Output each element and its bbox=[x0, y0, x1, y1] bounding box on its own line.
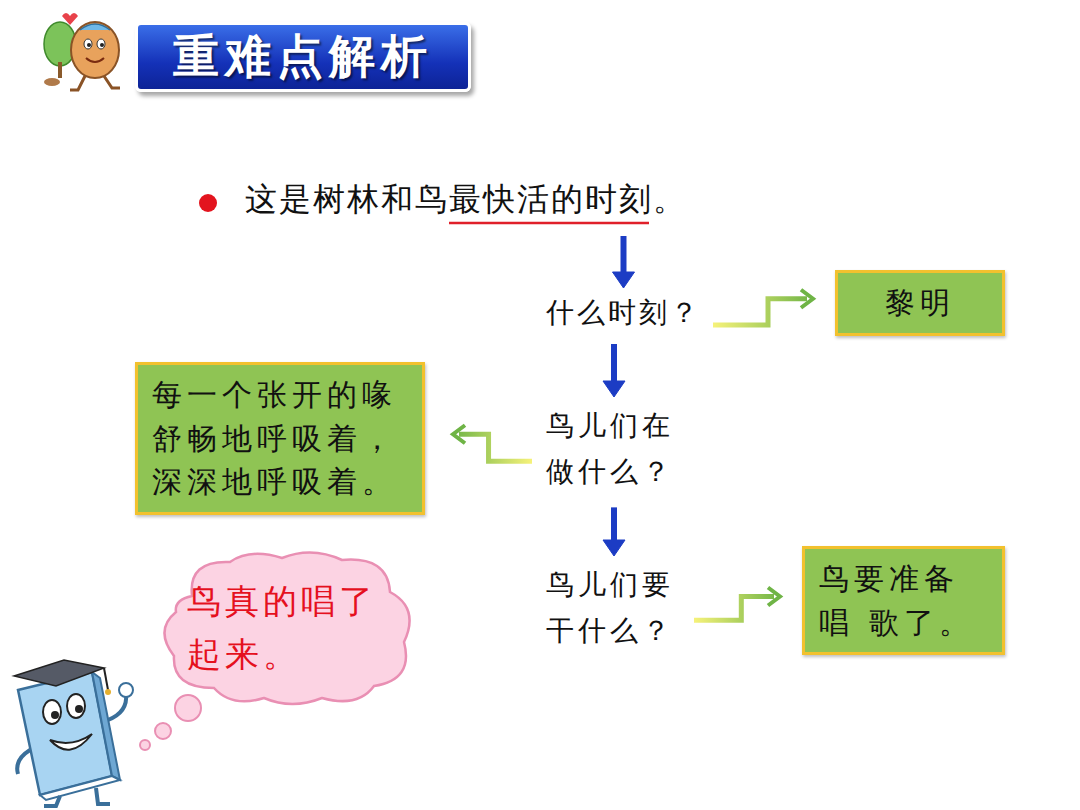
box-text: 每一个张开的喙 舒畅地呼吸着， 深深地呼吸着。 bbox=[152, 373, 408, 504]
flow-arrow bbox=[603, 507, 625, 556]
thought-cloud: 鸟真的唱了 起来。 bbox=[152, 546, 422, 710]
thought-bubbles bbox=[140, 695, 201, 750]
cloud-outline bbox=[152, 546, 422, 710]
flow-arrow bbox=[603, 344, 625, 397]
box-text: 鸟要准备唱 歌了。 bbox=[819, 557, 988, 644]
key-sentence: 这是树林和鸟最快活的时刻。 bbox=[245, 178, 687, 222]
box-text: 黎明 bbox=[885, 281, 955, 325]
question-text: 鸟儿们在 做什么？ bbox=[546, 403, 682, 495]
book-character bbox=[14, 660, 133, 806]
title-banner: 重难点解析 bbox=[135, 22, 471, 92]
label-text: 鸟儿们在 做什么？ bbox=[546, 403, 682, 495]
mascot-icon bbox=[44, 13, 120, 90]
flow-arrow bbox=[713, 290, 813, 325]
label-text: 什么时刻？ bbox=[546, 294, 701, 332]
title-text: 重难点解析 bbox=[173, 26, 433, 88]
flow-arrow bbox=[694, 588, 780, 621]
flow-arrow bbox=[453, 425, 532, 461]
flow-arrow bbox=[613, 236, 635, 288]
box-text: 鸟真的唱了 起来。 bbox=[187, 575, 387, 680]
answer-box: 鸟要准备唱 歌了。 bbox=[802, 546, 1005, 655]
label-text: 这是树林和鸟最快活的时刻。 bbox=[245, 178, 687, 222]
question-text: 什么时刻？ bbox=[546, 294, 701, 332]
red-underline bbox=[449, 222, 649, 225]
answer-box: 每一个张开的喙 舒畅地呼吸着， 深深地呼吸着。 bbox=[135, 362, 425, 515]
label-text: 鸟儿们要 干什么？ bbox=[546, 562, 682, 654]
bullet-dot bbox=[199, 194, 217, 212]
question-text: 鸟儿们要 干什么？ bbox=[546, 562, 682, 654]
answer-box: 黎明 bbox=[835, 270, 1005, 336]
